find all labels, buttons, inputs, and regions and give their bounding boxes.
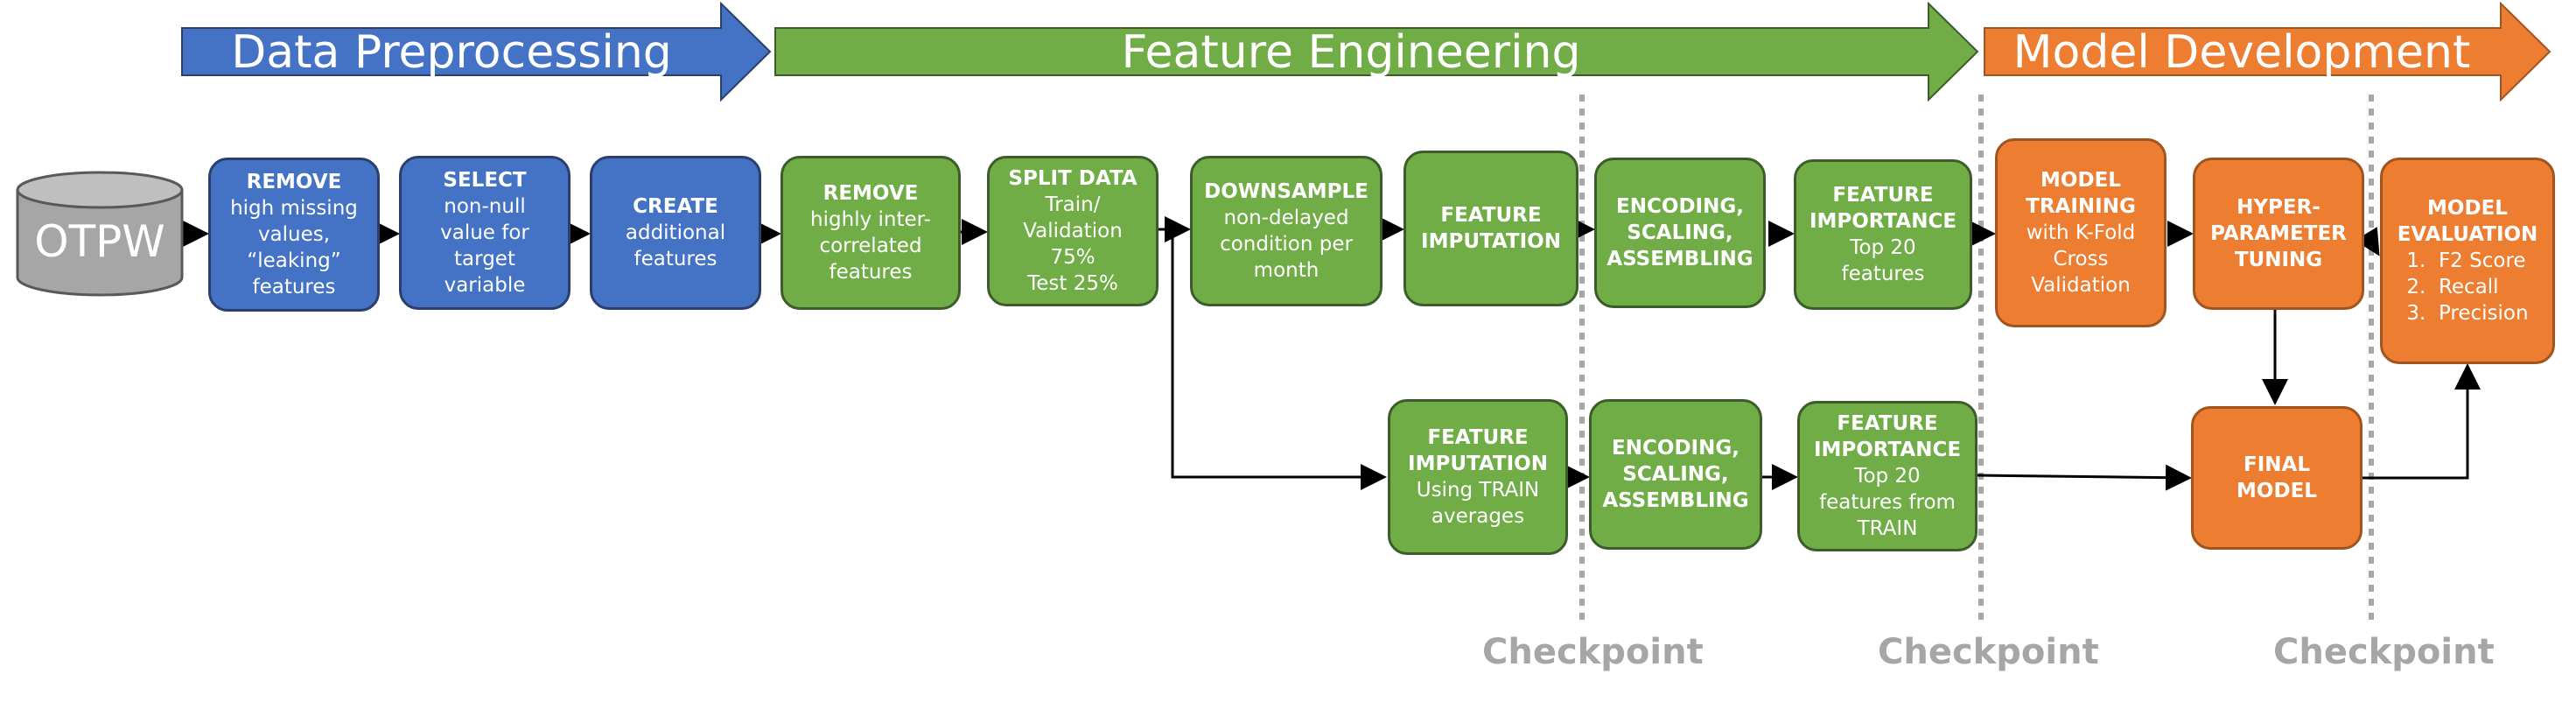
node-text: condition per	[1220, 233, 1353, 256]
node-text: averages	[1431, 505, 1525, 528]
node-title: REMOVE	[246, 171, 342, 193]
node-title: ASSEMBLING	[1602, 489, 1749, 512]
phase-label: Model Development	[2012, 26, 2471, 79]
node-text: values,	[257, 223, 331, 246]
node-text: Validation	[1023, 220, 1123, 242]
node-split-data: SPLIT DATA Train/ Validation 75% Test 25…	[987, 156, 1158, 306]
node-title: TRAINING	[2026, 195, 2136, 218]
node-title: DOWNSAMPLE	[1204, 180, 1368, 203]
node-importance-bottom: FEATURE IMPORTANCE Top 20 features from …	[1797, 401, 1978, 551]
node-title: IMPORTANCE	[1813, 439, 1962, 461]
node-encoding-bottom: ENCODING, SCALING, ASSEMBLING	[1589, 399, 1762, 550]
phase-data-preprocessing: Data Preprocessing	[180, 2, 772, 102]
node-feature-imputation-top: FEATURE IMPUTATION	[1404, 151, 1578, 306]
phase-arrow-shape	[181, 2, 772, 102]
node-text: with K-Fold	[2026, 221, 2136, 244]
phase-label: Feature Engineering	[1121, 26, 1581, 79]
source-cylinder: OTPW	[16, 171, 184, 298]
node-text: features	[252, 276, 336, 298]
node-title: SELECT	[443, 169, 527, 192]
checkpoint-label: Checkpoint	[1482, 632, 1704, 672]
phase-feature-engineering: Feature Engineering	[774, 2, 1981, 102]
phase-arrow-shape	[774, 2, 1979, 102]
node-title: CREATE	[633, 195, 718, 218]
node-select-nonnull: SELECT non-null value for target variabl…	[399, 156, 570, 310]
node-create-features: CREATE additional features	[590, 156, 761, 310]
node-remove-correlated: REMOVE highly inter- correlated features	[780, 156, 961, 310]
node-title: HYPER-	[2236, 196, 2320, 219]
node-final-model: FINAL MODEL	[2191, 406, 2362, 550]
node-remove-missing: REMOVE high missing values, “leaking” fe…	[208, 158, 380, 312]
node-importance-top: FEATURE IMPORTANCE Top 20 features	[1794, 159, 1972, 310]
phase-label: Data Preprocessing	[231, 26, 672, 79]
node-downsample: DOWNSAMPLE non-delayed condition per mon…	[1190, 156, 1382, 306]
checkpoint-label: Checkpoint	[1878, 632, 2099, 672]
node-text: TRAIN	[1857, 517, 1918, 540]
node-title: IMPORTANCE	[1809, 210, 1957, 233]
node-text: “leaking”	[247, 249, 341, 272]
node-title: ASSEMBLING	[1606, 248, 1754, 270]
node-text: target	[454, 248, 515, 270]
node-title: FEATURE	[1427, 426, 1529, 449]
node-text: features from	[1819, 491, 1956, 514]
node-text: features	[829, 261, 913, 284]
node-text: Validation	[2031, 274, 2131, 297]
node-text: highly inter-	[810, 208, 931, 231]
node-title: FEATURE	[1440, 204, 1542, 227]
checkpoint-label: Checkpoint	[2273, 632, 2495, 672]
node-text: Top 20	[1854, 465, 1921, 488]
node-title: IMPUTATION	[1408, 453, 1548, 475]
node-hyperparameter-tuning: HYPER- PARAMETER TUNING	[2193, 158, 2364, 310]
node-text: features	[1841, 263, 1925, 285]
metric-item: 1. F2 Score	[2406, 249, 2526, 272]
database-icon	[16, 171, 184, 297]
flow-arrow	[2362, 363, 2481, 480]
node-model-training: MODEL TRAINING with K-Fold Cross Validat…	[1995, 138, 2166, 327]
node-text: additional	[625, 221, 726, 244]
node-title: ENCODING,	[1612, 437, 1740, 460]
node-title: SCALING,	[1622, 463, 1729, 486]
phase-arrow-shape	[1984, 2, 2552, 102]
node-text: high missing	[230, 197, 358, 220]
flow-arrow	[1977, 464, 2192, 491]
node-title: SPLIT DATA	[1008, 167, 1138, 190]
node-text: non-null	[444, 195, 526, 218]
node-feature-imputation-bottom: FEATURE IMPUTATION Using TRAIN averages	[1388, 399, 1568, 555]
source-label: OTPW	[34, 216, 165, 267]
node-title: PARAMETER	[2210, 222, 2347, 245]
node-encoding-top: ENCODING, SCALING, ASSEMBLING	[1594, 158, 1766, 308]
node-text: value for	[440, 221, 529, 244]
metric-item: 2. Recall	[2406, 276, 2499, 298]
node-title: TUNING	[2234, 249, 2323, 271]
node-title: REMOVE	[822, 182, 919, 205]
node-title: EVALUATION	[2397, 223, 2538, 246]
metric-item: 3. Precision	[2406, 302, 2529, 325]
flow-arrow	[1171, 231, 1387, 490]
node-model-evaluation: MODEL EVALUATION 1. F2 Score 2. Recall 3…	[2380, 158, 2555, 364]
node-text: Top 20	[1850, 236, 1916, 259]
node-title: FINAL MODEL	[2236, 453, 2317, 502]
node-title: IMPUTATION	[1421, 230, 1561, 253]
node-text: 75%	[1050, 246, 1096, 269]
node-text: Train/	[1045, 193, 1101, 216]
metric-list: 1. F2 Score 2. Recall 3. Precision	[2406, 248, 2528, 326]
node-text: correlated	[819, 235, 922, 257]
phase-model-development: Model Development	[1983, 2, 2552, 102]
node-text: Using TRAIN	[1416, 479, 1540, 502]
node-text: features	[634, 248, 718, 270]
node-title: FEATURE	[1837, 412, 1938, 435]
flow-arrow	[2355, 227, 2380, 256]
node-text: non-delayed	[1223, 207, 1349, 229]
node-title: MODEL	[2427, 197, 2508, 220]
node-text: Cross	[2053, 248, 2109, 270]
node-title: FEATURE	[1832, 184, 1934, 207]
node-text: Test 25%	[1027, 272, 1118, 295]
node-title: MODEL	[2040, 169, 2121, 192]
node-text: month	[1253, 259, 1320, 282]
node-text: variable	[444, 274, 526, 297]
node-title: SCALING,	[1627, 221, 1733, 244]
node-title: ENCODING,	[1616, 195, 1744, 218]
